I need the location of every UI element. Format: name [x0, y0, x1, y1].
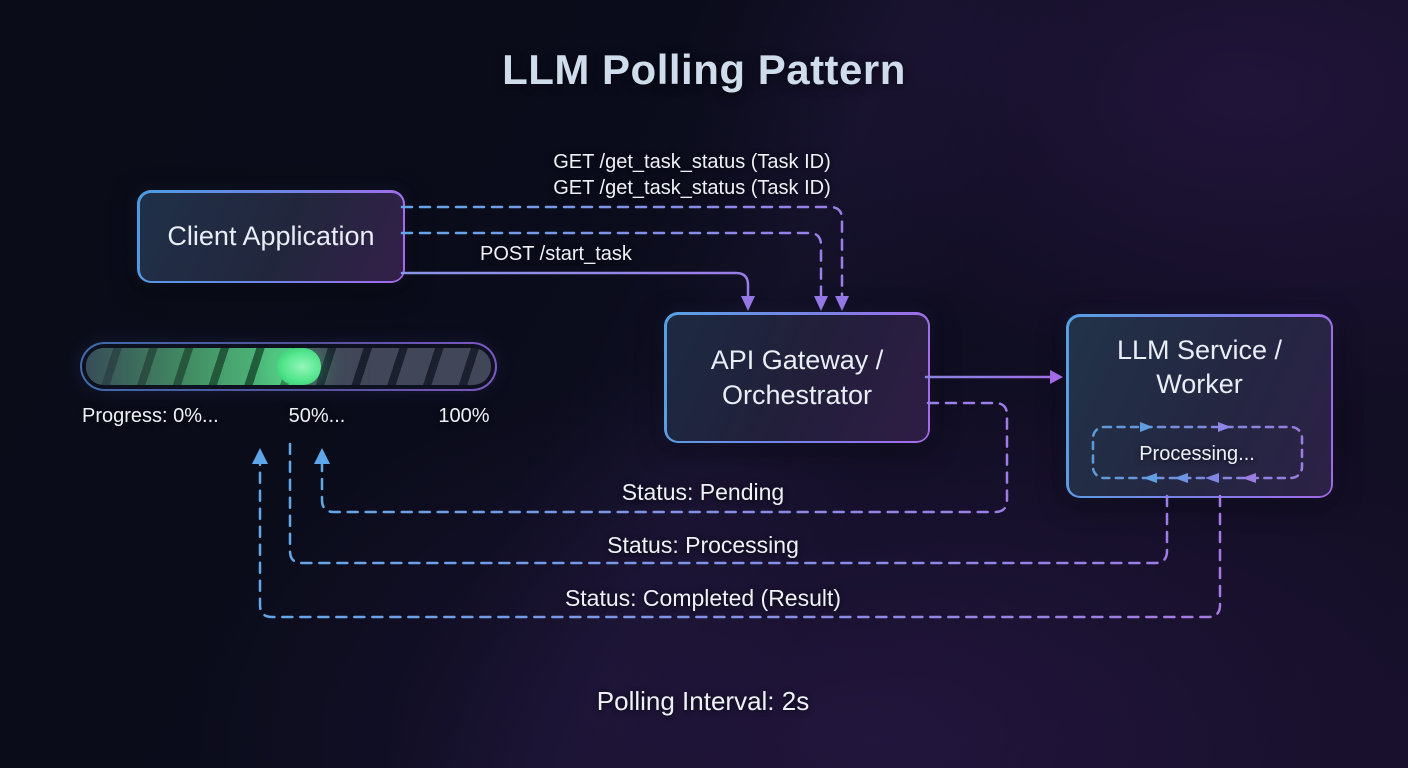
polling-interval-label: Polling Interval: 2s: [596, 686, 810, 716]
gateway-label-line2: Orchestrator: [721, 379, 873, 410]
page-title: LLM Polling Pattern: [502, 46, 906, 93]
progress-mid-label: 50%...: [288, 405, 346, 427]
status-completed-arrow-icon: [252, 448, 268, 464]
gateway-to-llm-arrow-icon: [1050, 370, 1063, 384]
progress-start-label: Progress: 0%...: [82, 405, 219, 427]
get-request-label-2: GET /get_task_status (Task ID): [553, 177, 831, 199]
gateway-label-line1: API Gateway /: [710, 344, 884, 375]
progress-end-label: 100%: [438, 405, 490, 427]
llm-label-line1: LLM Service /: [1116, 334, 1283, 365]
post-request-line: [400, 271, 750, 300]
status-pending-arrow-icon: [314, 448, 330, 464]
node-client-application: Client Application: [137, 190, 405, 283]
get-request-arrow-2-icon: [814, 296, 828, 311]
node-api-gateway: API Gateway / Orchestrator: [664, 312, 930, 443]
progress-fill-cap: [276, 348, 321, 385]
node-llm-service: LLM Service / Worker: [1066, 314, 1333, 498]
client-label: Client Application: [167, 221, 375, 252]
processing-loop-label: Processing...: [1139, 443, 1255, 465]
progress-track: [86, 348, 491, 385]
progress-bar: [80, 342, 497, 391]
progress-fill: [86, 348, 321, 385]
post-request-label: POST /start_task: [480, 243, 632, 265]
status-pending-label: Status: Pending: [621, 479, 785, 505]
get-request-arrow-1-icon: [835, 296, 849, 311]
status-processing-label: Status: Processing: [607, 532, 799, 558]
progress-bar-body: [82, 344, 495, 389]
get-request-label-1: GET /get_task_status (Task ID): [553, 151, 831, 173]
post-request-arrow-icon: [741, 296, 755, 311]
llm-label-line2: Worker: [1156, 369, 1243, 400]
status-completed-label: Status: Completed (Result): [564, 585, 842, 611]
